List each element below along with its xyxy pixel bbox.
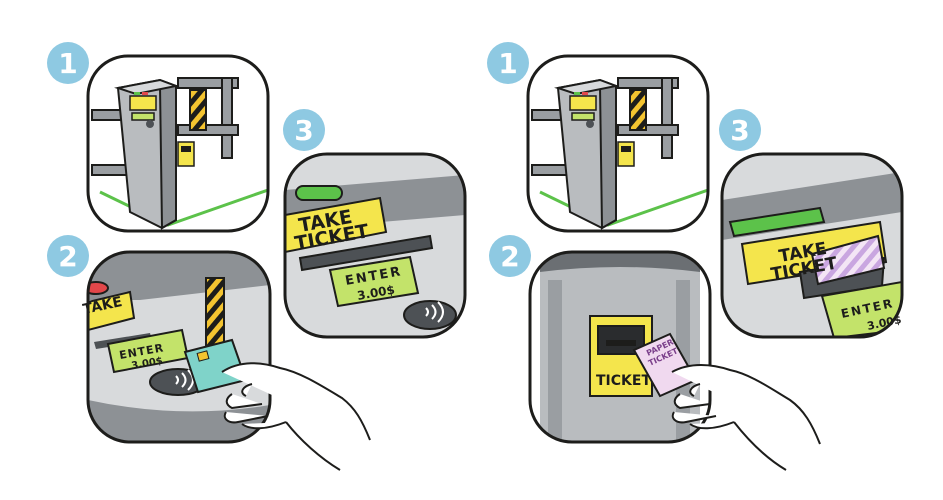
left-sequence: TAKE TICKET ENTER 3.00$ xyxy=(47,42,467,471)
step-number: 1 xyxy=(498,47,517,80)
hand-icon xyxy=(221,362,371,471)
step-badge-1-right: 1 xyxy=(487,42,529,84)
left-panel-3: TAKE TICKET ENTER 3.00$ xyxy=(283,152,467,339)
step-badge-2-left: 2 xyxy=(47,235,89,277)
paper-ticket: PAPER TICKET xyxy=(632,332,698,398)
right-sequence: TAKE TICKET ENTER 3.00$ TICKET PAPER xyxy=(487,42,904,471)
bank-card xyxy=(183,338,248,394)
right-panel-1 xyxy=(526,54,710,233)
left-panel-2: TAKE ENTER 3.00$ xyxy=(82,250,371,471)
step-number: 2 xyxy=(500,240,519,273)
step-badge-1-left: 1 xyxy=(47,42,89,84)
left-panel-1 xyxy=(86,54,270,233)
step-number: 1 xyxy=(58,47,77,80)
step-badge-3-left: 3 xyxy=(283,109,325,151)
step-number: 3 xyxy=(294,114,313,147)
contactless-icon xyxy=(175,369,194,391)
ticket-slot-label: TICKET xyxy=(596,373,651,389)
price-label: 3.00$ xyxy=(356,283,396,303)
chip-icon xyxy=(196,350,210,362)
step-number: 3 xyxy=(730,114,749,147)
right-panel-2: TICKET PAPER TICKET xyxy=(528,250,821,471)
contactless-icon xyxy=(425,301,444,323)
hand-icon xyxy=(671,364,821,471)
price-label-small: 3.00$ xyxy=(131,356,164,372)
right-panel-3: TAKE TICKET ENTER 3.00$ xyxy=(720,152,904,339)
step-badge-2-right: 2 xyxy=(489,235,531,277)
step-number: 2 xyxy=(58,240,77,273)
step-badge-3-right: 3 xyxy=(719,109,761,151)
